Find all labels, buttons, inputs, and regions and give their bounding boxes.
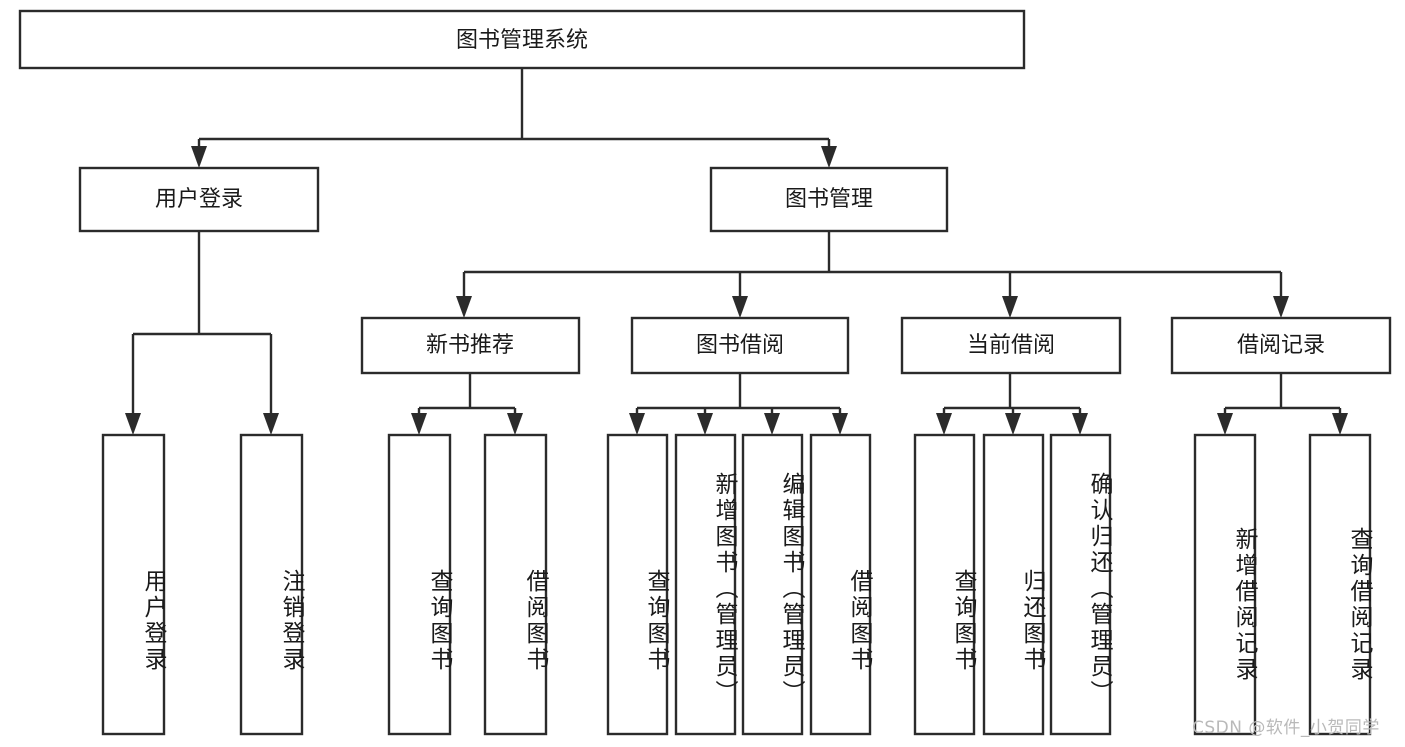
node-root-box[interactable] <box>18 9 1026 70</box>
node-book-borrow[interactable]: 图书借阅 <box>630 316 850 375</box>
leaf-box-query-book-cur[interactable] <box>913 433 976 736</box>
leaf-box-borrow-book-rec[interactable] <box>483 433 548 736</box>
arrow-head-root-to-book-manage <box>821 146 837 168</box>
node-borrow-record[interactable]: 借阅记录 <box>1170 316 1392 375</box>
arrow-head-user-login-leaf-1 <box>125 413 141 435</box>
leaf-box-edit-book[interactable] <box>741 433 804 736</box>
connector-group-new-book-rec <box>411 373 523 435</box>
leaf-box-return-book[interactable] <box>982 433 1045 736</box>
leaf-box-group <box>101 433 1372 736</box>
node-new-book-rec[interactable]: 新书推荐 <box>360 316 581 375</box>
csdn-watermark: CSDN @软件_小贺同学 <box>1192 718 1380 738</box>
node-borrow-record-box[interactable] <box>1170 316 1392 375</box>
node-book-manage-label: 图书管理 <box>785 187 873 212</box>
arrow-head-book-manage-child-1 <box>456 296 472 318</box>
arrow-head-current-borrow-leaf-2 <box>1005 413 1021 435</box>
connector-group-borrow-record <box>1217 373 1348 435</box>
node-book-borrow-box[interactable] <box>630 316 850 375</box>
arrow-head-book-manage-child-3 <box>1002 296 1018 318</box>
arrow-head-new-book-rec-leaf-1 <box>411 413 427 435</box>
arrow-head-book-borrow-leaf-3 <box>764 413 780 435</box>
arrow-head-borrow-record-leaf-2 <box>1332 413 1348 435</box>
leaf-box-confirm-return[interactable] <box>1049 433 1112 736</box>
leaf-box-logout[interactable] <box>239 433 304 736</box>
arrow-head-current-borrow-leaf-1 <box>936 413 952 435</box>
leaf-box-borrow-book[interactable] <box>809 433 872 736</box>
arrow-head-book-manage-child-2 <box>732 296 748 318</box>
arrow-head-book-manage-child-4 <box>1273 296 1289 318</box>
connector-group-book-manage <box>456 231 1289 318</box>
arrow-head-new-book-rec-leaf-2 <box>507 413 523 435</box>
leaf-box-add-book[interactable] <box>674 433 737 736</box>
node-book-manage[interactable]: 图书管理 <box>709 166 949 233</box>
arrow-head-borrow-record-leaf-1 <box>1217 413 1233 435</box>
node-user-login[interactable]: 用户登录 <box>78 166 320 233</box>
node-current-borrow[interactable]: 当前借阅 <box>900 316 1122 375</box>
node-user-login-box[interactable] <box>78 166 320 233</box>
node-current-borrow-box[interactable] <box>900 316 1122 375</box>
node-user-login-label: 用户登录 <box>155 187 243 212</box>
leaf-box-user-login[interactable] <box>101 433 166 736</box>
arrow-head-book-borrow-leaf-2 <box>697 413 713 435</box>
arrow-head-user-login-leaf-2 <box>263 413 279 435</box>
connector-group-root <box>191 68 837 168</box>
node-current-borrow-label: 当前借阅 <box>967 333 1055 358</box>
node-new-book-rec-label: 新书推荐 <box>426 333 514 358</box>
leaf-box-query-book[interactable] <box>606 433 669 736</box>
node-book-manage-box[interactable] <box>709 166 949 233</box>
node-borrow-record-label: 借阅记录 <box>1237 333 1325 358</box>
arrow-head-root-to-user-login <box>191 146 207 168</box>
connector-group-current-borrow <box>936 373 1088 435</box>
node-root[interactable]: 图书管理系统 <box>18 9 1026 70</box>
arrow-head-book-borrow-leaf-1 <box>629 413 645 435</box>
connector-group-user-login <box>125 231 279 435</box>
leaf-box-add-record[interactable] <box>1193 433 1257 736</box>
node-book-borrow-label: 图书借阅 <box>696 333 784 358</box>
arrow-head-book-borrow-leaf-4 <box>832 413 848 435</box>
connector-group-book-borrow <box>629 373 848 435</box>
leaf-box-query-record[interactable] <box>1308 433 1372 736</box>
node-root-label: 图书管理系统 <box>456 28 588 53</box>
arrow-head-current-borrow-leaf-3 <box>1072 413 1088 435</box>
leaf-box-query-book-rec[interactable] <box>387 433 452 736</box>
node-new-book-rec-box[interactable] <box>360 316 581 375</box>
